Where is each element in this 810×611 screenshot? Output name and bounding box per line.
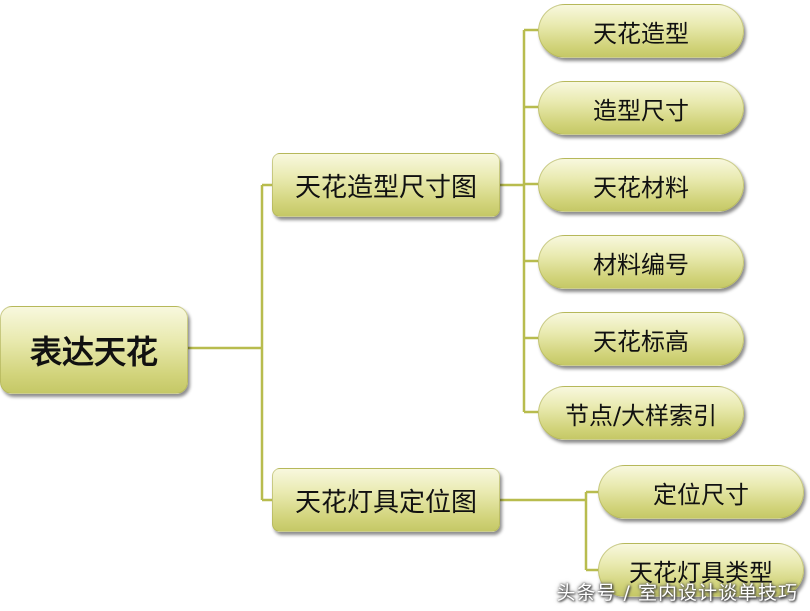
watermark-text: 头条号 / 室内设计谈单技巧 [556, 582, 798, 604]
leaf-label: 造型尺寸 [593, 96, 689, 125]
leaf-node: 天花材料 [538, 158, 744, 212]
leaf-label: 天花材料 [593, 173, 689, 202]
root-node: 表达天花 [0, 306, 188, 394]
leaf-node: 天花造型 [538, 4, 744, 58]
leaf-label: 定位尺寸 [653, 480, 749, 509]
leaf-node: 节点/大样索引 [538, 386, 744, 440]
leaf-node: 定位尺寸 [598, 465, 804, 519]
branch-label: 天花造型尺寸图 [294, 172, 477, 203]
leaf-label: 天花标高 [593, 327, 689, 356]
connector-root-trunk [188, 183, 272, 502]
leaf-label: 节点/大样索引 [564, 401, 718, 430]
leaf-label: 材料编号 [593, 250, 689, 279]
leaf-node: 造型尺寸 [538, 81, 744, 135]
branch-node-ceiling-lights: 天花灯具定位图 [272, 468, 500, 532]
leaf-label: 天花造型 [593, 19, 689, 48]
leaf-node: 材料编号 [538, 235, 744, 289]
branch-label: 天花灯具定位图 [294, 487, 477, 518]
connector-branch-2 [500, 490, 598, 572]
leaf-node: 天花灯具类型 [598, 543, 804, 597]
branch-node-ceiling-shape: 天花造型尺寸图 [272, 153, 500, 217]
root-label: 表达天花 [29, 333, 158, 371]
connector-branch-1 [500, 28, 538, 414]
leaf-label: 天花灯具类型 [629, 558, 773, 587]
leaf-node: 天花标高 [538, 312, 744, 366]
